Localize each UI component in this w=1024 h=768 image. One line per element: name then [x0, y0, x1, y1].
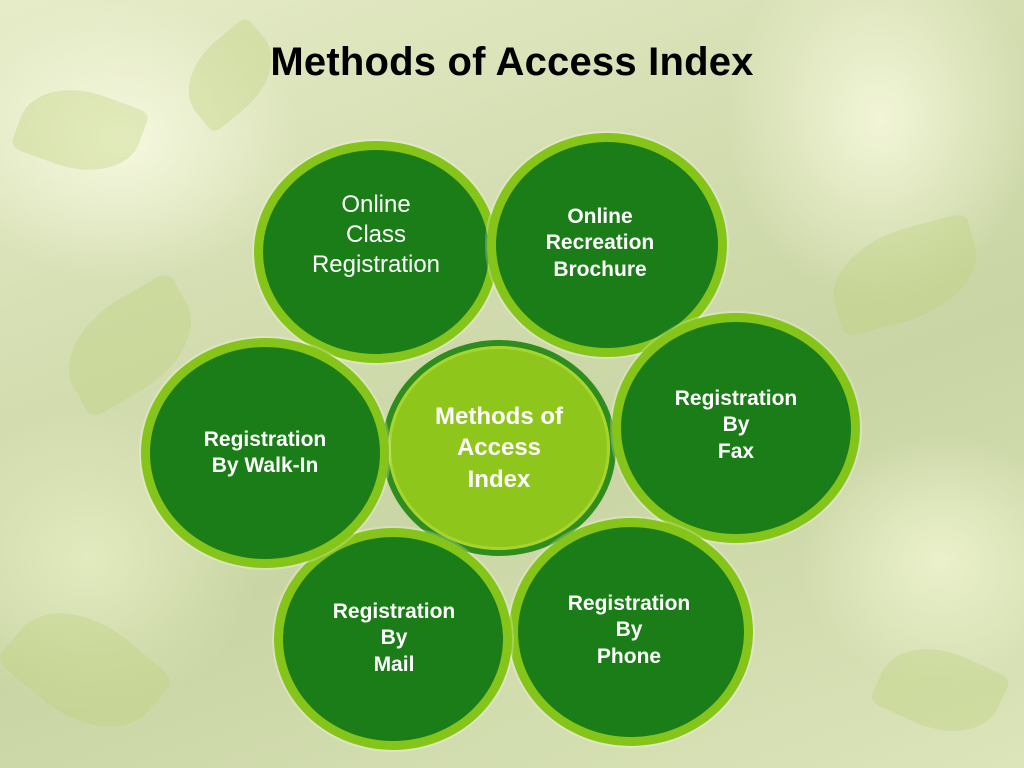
node-label: Registration By Mail [332, 600, 456, 676]
node-online-recreation-brochure: Online Recreation Brochure [487, 133, 727, 357]
background-leaf [9, 71, 151, 189]
node-registration-by-fax: Registration By Fax [612, 313, 860, 543]
node-online-class-registration: Online Class Registration [254, 141, 498, 363]
center-node-label: Methods of Access Index [435, 403, 563, 493]
node-label: Registration By Walk-In [203, 428, 327, 478]
node-label: Online Recreation Brochure [545, 205, 655, 281]
center-node: Methods of Access Index [388, 346, 610, 550]
node-label: Online Class Registration [311, 191, 441, 278]
background-leaf [820, 212, 990, 338]
node-registration-by-phone: Registration By Phone [509, 518, 753, 746]
node-registration-by-mail: Registration By Mail [274, 528, 512, 750]
page-title: Methods of Access Index [270, 40, 754, 84]
node-label: Registration By Fax [674, 387, 798, 463]
node-label: Registration By Phone [567, 592, 691, 668]
node-registration-by-walk-in: Registration By Walk-In [141, 338, 389, 568]
background-leaf [868, 628, 1012, 752]
background-leaf [0, 583, 175, 757]
